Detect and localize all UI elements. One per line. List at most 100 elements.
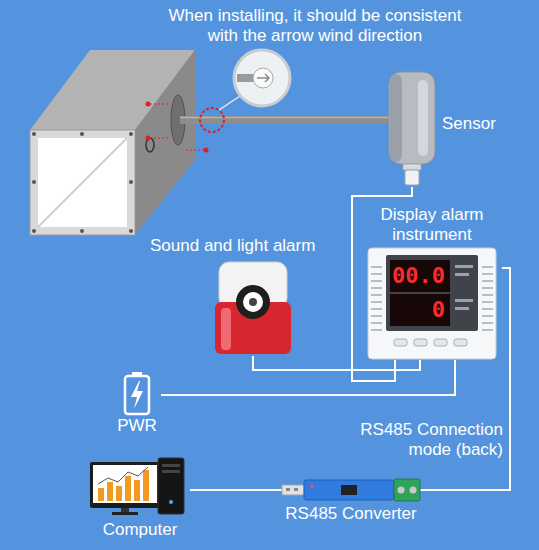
cable-gland [405, 170, 419, 185]
chart-bar [143, 470, 149, 501]
rs485-converter: RS485 Converter [282, 474, 420, 526]
vent-slot [482, 308, 493, 310]
vent-slot [371, 266, 382, 268]
vent-slot [482, 322, 493, 324]
panel-marking [455, 307, 469, 310]
usb-pin [286, 488, 290, 491]
computer-icon [90, 458, 186, 516]
power-led [169, 500, 173, 504]
chart-bar [116, 486, 122, 501]
vent-slot [371, 301, 382, 303]
chart-bar [98, 488, 104, 501]
drive-slot [162, 464, 180, 467]
vent-slot [371, 315, 382, 317]
display-alarm-instrument: Display alarm instrument 00.0 0 [362, 205, 502, 360]
monitor-base [112, 512, 138, 515]
panel-button [434, 339, 447, 346]
device-label: Sound and light alarm [150, 236, 315, 256]
instrument-case [368, 248, 496, 359]
duct-side [135, 50, 195, 235]
vent-slot [482, 280, 493, 282]
device-label: PWR [113, 416, 161, 436]
instrument-title: Display alarm instrument [362, 205, 502, 245]
lamp-highlight [221, 308, 231, 350]
display-panel [386, 255, 478, 331]
speaker [243, 292, 263, 312]
sensor-shade [390, 74, 402, 162]
drive-slot [162, 470, 180, 473]
pc-tower [158, 458, 184, 514]
battery-icon [123, 370, 151, 416]
magnifier-detail [234, 50, 290, 106]
terminal-screw [410, 487, 417, 494]
duct-diagonal [38, 138, 127, 227]
vent-slot [371, 287, 382, 289]
connection-note: RS485 Connection mode (back) [343, 420, 503, 460]
rod-highlight [180, 117, 392, 119]
led-reading: 00.0 [390, 261, 450, 291]
sensor: Sensor [388, 72, 500, 187]
panel-button [394, 339, 407, 346]
computer: Computer [90, 458, 190, 542]
chart-line [98, 467, 148, 484]
panel-marking [455, 299, 473, 302]
device-label: RS485 Converter [282, 504, 420, 524]
device-label: Sensor [442, 114, 496, 134]
vent-slot [371, 294, 382, 296]
power-supply: PWR [113, 364, 161, 438]
converter-chip [341, 485, 357, 495]
vent-slot [371, 308, 382, 310]
vent-slot [482, 329, 493, 331]
panel-marking [455, 265, 473, 268]
vent-slot [482, 294, 493, 296]
chart-bar [125, 476, 131, 501]
converter-board [304, 480, 394, 500]
sensor-housing [389, 72, 435, 164]
led-window [390, 260, 450, 292]
probe-highlight-ring [200, 108, 224, 132]
speaker [249, 298, 257, 306]
speaker [236, 285, 270, 319]
vent-slot [371, 273, 382, 275]
duct-frame [30, 130, 135, 235]
signal-wire [161, 360, 455, 395]
signal-wire [190, 489, 282, 491]
sensor-head [388, 72, 436, 187]
device-label: Computer [90, 520, 190, 540]
vent-slot [482, 273, 493, 275]
vent-slot [371, 322, 382, 324]
usb-plug [282, 485, 304, 495]
duct-opening [38, 138, 127, 227]
vent-slot [482, 266, 493, 268]
sound-light-alarm: Sound and light alarm [150, 236, 326, 356]
status-led [310, 484, 314, 488]
terminal-block [394, 479, 420, 501]
led-window [390, 294, 450, 326]
lightning-bolt [131, 381, 143, 409]
vent-slot [482, 301, 493, 303]
duct-screws [32, 132, 133, 233]
chart-bar [134, 480, 140, 501]
battery-body [125, 376, 149, 414]
cable-gland [403, 164, 421, 170]
vent-slot [482, 315, 493, 317]
vent-slot [482, 287, 493, 289]
panel-marking [455, 273, 469, 276]
terminal-screw [398, 487, 405, 494]
note-text: When installing, it should be consistent… [160, 6, 470, 46]
sensor-highlight [418, 80, 428, 156]
panel-button [414, 339, 427, 346]
panel-button [454, 339, 467, 346]
vent-slot [371, 280, 382, 282]
sensor-probe-rod [180, 116, 392, 124]
usb-pin [294, 488, 298, 491]
chart-bar [107, 482, 113, 501]
led-reading: 0 [390, 295, 450, 325]
usb-converter [282, 478, 420, 502]
monitor-frame [90, 462, 160, 508]
monitor-screen [93, 465, 157, 503]
vent-slot [371, 329, 382, 331]
alarm-lamp [215, 262, 291, 354]
air-duct [30, 50, 195, 235]
